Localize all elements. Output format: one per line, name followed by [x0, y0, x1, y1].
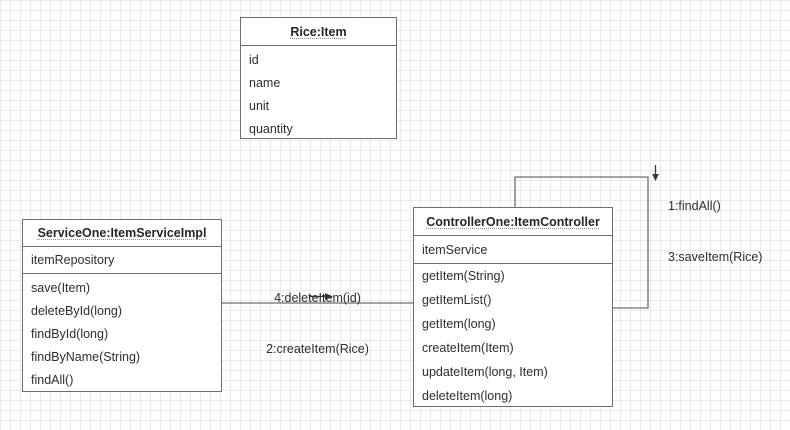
- method-row[interactable]: deleteById(long): [31, 303, 123, 318]
- service-attribute-row[interactable]: itemRepository: [23, 247, 221, 274]
- service-title: ServiceOne:ItemServiceImpl: [23, 220, 221, 247]
- controller-attribute-row[interactable]: itemService: [414, 236, 612, 264]
- controller-methods: getItem(String) getItemList() getItem(lo…: [414, 264, 612, 408]
- method-row[interactable]: createItem(Item): [422, 341, 514, 355]
- controller-title: ControllerOne:ItemController: [414, 208, 612, 236]
- field-row[interactable]: quantity: [249, 121, 293, 136]
- method-row[interactable]: getItem(long): [422, 317, 496, 331]
- sequence-label: 1:findAll(): [668, 199, 721, 213]
- field-row[interactable]: name: [249, 75, 281, 90]
- method-row[interactable]: getItem(String): [422, 269, 505, 283]
- method-row[interactable]: save(Item): [31, 280, 91, 295]
- field-row[interactable]: unit: [249, 98, 270, 113]
- sequence-labels-service-controller[interactable]: 4:deleteItem(id) 2:createItem(Rice): [240, 256, 395, 392]
- sequence-label: 3:saveItem(Rice): [668, 250, 763, 264]
- method-row[interactable]: getItemList(): [422, 293, 492, 307]
- service-methods: save(Item) deleteById(long) findById(lon…: [23, 274, 221, 391]
- method-row[interactable]: deleteItem(long): [422, 389, 513, 403]
- rice-title: Rice:Item: [241, 18, 396, 46]
- sequence-label: 4:deleteItem(id): [274, 291, 361, 305]
- sequence-labels-controller-loop[interactable]: 1:findAll() 3:saveItem(Rice): [668, 164, 762, 300]
- method-row[interactable]: findById(long): [31, 326, 109, 341]
- method-row[interactable]: updateItem(long, Item): [422, 365, 548, 379]
- field-row[interactable]: id: [249, 52, 259, 67]
- method-row[interactable]: findAll(): [31, 372, 74, 387]
- method-row[interactable]: findByName(String): [31, 349, 141, 364]
- uml-object-service[interactable]: ServiceOne:ItemServiceImpl itemRepositor…: [22, 219, 222, 392]
- rice-fields: id name unit quantity: [241, 46, 396, 140]
- sequence-label: 2:createItem(Rice): [266, 342, 369, 356]
- uml-object-rice[interactable]: Rice:Item id name unit quantity: [240, 17, 397, 139]
- arrow-down-icon: [652, 165, 659, 181]
- uml-object-controller[interactable]: ControllerOne:ItemController itemService…: [413, 207, 613, 407]
